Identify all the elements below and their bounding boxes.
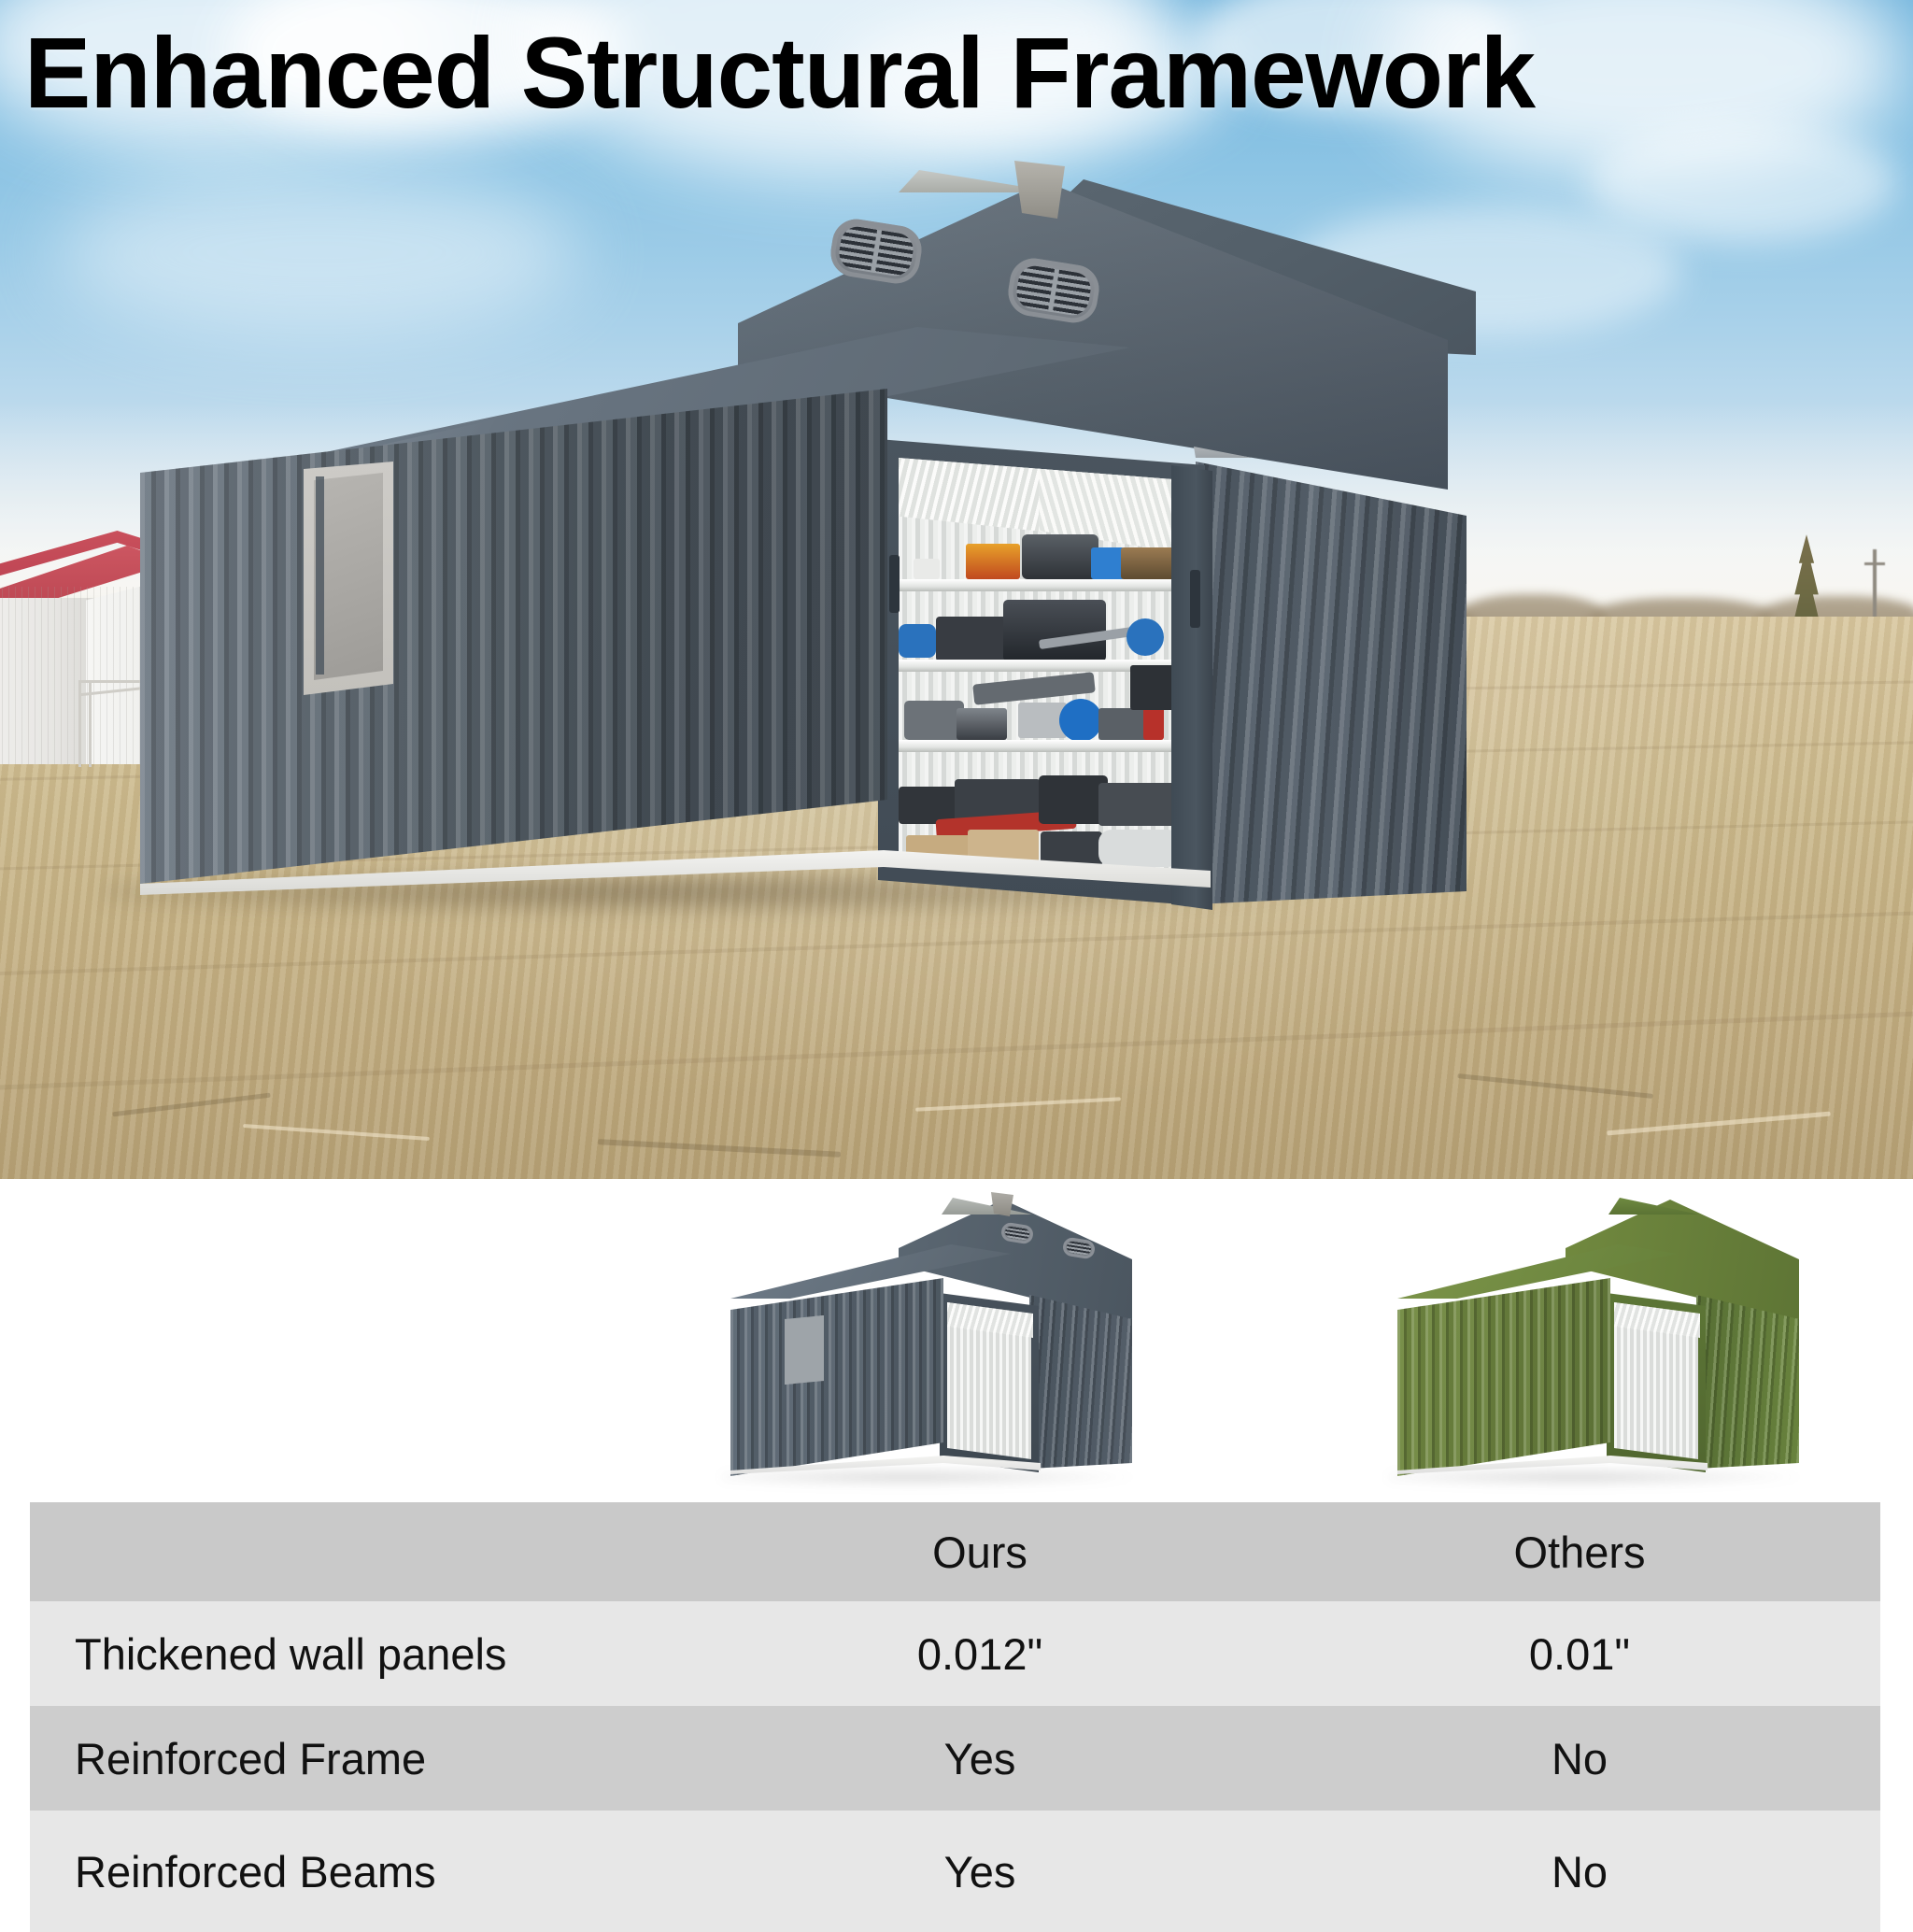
stored-item — [904, 701, 964, 740]
header-others-cell: Others — [1513, 1527, 1646, 1577]
comparison-table: Ours Others Thickened wall panels 0.012"… — [30, 1502, 1880, 1932]
stored-item — [1098, 708, 1151, 740]
stored-item — [936, 617, 1011, 661]
shelf — [899, 579, 1184, 591]
thumbnail-strip — [0, 1179, 1913, 1502]
cloud — [841, 9, 1233, 149]
door-panel-right — [1171, 465, 1212, 910]
stored-item — [1039, 775, 1108, 824]
cloud — [56, 168, 579, 336]
thumb-left-corrugation — [1397, 1278, 1610, 1476]
storage-shed — [103, 157, 1476, 917]
door-opening — [899, 458, 1184, 880]
row-feature-cell: Reinforced Frame — [75, 1733, 427, 1783]
row-others-cell: 0.01" — [1528, 1628, 1631, 1679]
thumb-right-wall — [1696, 1295, 1799, 1469]
thumb-right-wall — [1029, 1295, 1132, 1469]
row-feature-cell: Thickened wall panels — [75, 1628, 507, 1679]
table-header-row: Ours Others — [30, 1502, 1880, 1601]
utility-pole — [1864, 549, 1885, 650]
page-title: Enhanced Structural Framework — [24, 16, 1536, 129]
thumb-right-corrugation — [1696, 1295, 1799, 1469]
stored-item — [1091, 547, 1125, 579]
side-window-glass — [314, 473, 383, 680]
stored-item — [1059, 699, 1102, 742]
stored-item — [914, 559, 940, 579]
row-others-cell: No — [1551, 1846, 1608, 1896]
others-shed-thumbnail — [1388, 1196, 1808, 1487]
row-feature-cell: Reinforced Beams — [75, 1846, 436, 1896]
left-side-wall — [140, 389, 887, 884]
left-wall-corrugation — [140, 389, 887, 884]
table-row: Thickened wall panels 0.012" 0.01" — [30, 1601, 1880, 1706]
thumb-left-wall — [1397, 1278, 1610, 1476]
stored-item — [1022, 534, 1098, 579]
stored-item — [1130, 665, 1177, 710]
thumb-left-corrugation — [730, 1278, 943, 1476]
stored-item — [1143, 706, 1164, 740]
door-handle-right — [1190, 570, 1200, 628]
row-ours-cell: 0.012" — [916, 1628, 1043, 1679]
ridge-cap — [1014, 161, 1065, 219]
row-others-cell: No — [1551, 1733, 1608, 1783]
header-ours-cell: Ours — [932, 1527, 1027, 1577]
door-handle-left — [889, 555, 900, 613]
right-wall-corrugation — [1196, 462, 1467, 904]
right-side-wall — [1196, 462, 1467, 904]
thumb-ridge-cap — [991, 1192, 1013, 1216]
table-row: Reinforced Beams Yes No — [30, 1811, 1880, 1932]
stored-item — [966, 544, 1020, 579]
row-ours-cell: Yes — [943, 1846, 1016, 1896]
stored-item — [1121, 547, 1175, 579]
shelf — [899, 740, 1184, 752]
shelf — [899, 660, 1184, 672]
thumb-left-wall — [730, 1278, 943, 1476]
window-mullion — [316, 476, 324, 675]
table-row: Reinforced Frame Yes No — [30, 1706, 1880, 1811]
ours-shed-thumbnail — [721, 1192, 1141, 1487]
stored-item — [1018, 703, 1067, 738]
cloud — [1588, 121, 1896, 243]
stored-item — [1127, 618, 1164, 656]
stored-item — [1003, 600, 1106, 661]
thumb-window — [785, 1315, 824, 1385]
hero-photo: Enhanced Structural Framework — [0, 0, 1913, 1179]
stored-item — [899, 624, 936, 658]
stored-item — [956, 708, 1007, 740]
left-wall-shading — [140, 389, 887, 884]
thumb-right-corrugation — [1029, 1295, 1132, 1469]
row-ours-cell: Yes — [943, 1733, 1016, 1783]
stored-item — [1098, 830, 1181, 867]
stored-item — [1098, 783, 1179, 826]
